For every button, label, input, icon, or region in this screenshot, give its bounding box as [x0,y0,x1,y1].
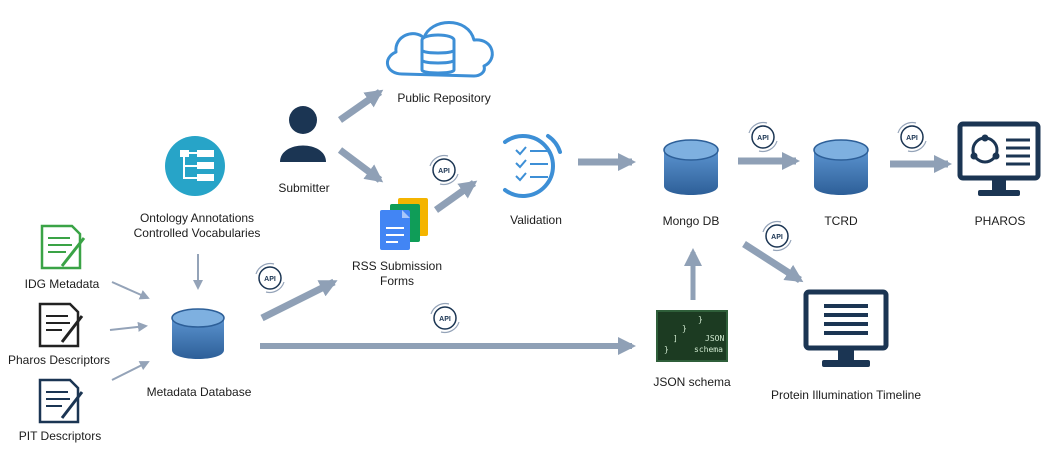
mongo-db-label: Mongo DB [662,214,720,228]
arrow-metadata-to-rss [260,278,338,322]
protein-illumination-timeline-label: Protein Illumination Timeline [770,388,922,402]
public-repository-label: Public Repository [397,91,491,105]
api-badge-label: API [439,316,451,323]
cloud-database-icon [386,21,494,78]
pharos-descriptors-label: Pharos Descriptors [7,353,111,367]
forms-document-icon [380,198,428,250]
api-badge: API [255,262,285,294]
arrows [109,89,952,381]
rss-label-line2: Forms [380,274,414,288]
pharos-label: PHAROS [974,214,1026,228]
arrow-idg-to-metadata [111,281,150,300]
arrow-submitter-to-repository [337,89,384,123]
json-icon-line5: } [664,345,669,354]
validation-label: Validation [510,213,562,227]
pharos-document-icon [38,302,84,348]
ontology-label-line1: Ontology Annotations [139,211,255,225]
json-schema-icon: } } ] JSON } schema [656,310,728,362]
arrow-submitter-to-rss [337,147,384,183]
arrow-pharos-desc-to-metadata [109,321,148,332]
json-icon-line6: schema [694,345,723,354]
json-icon-line3: ] [673,334,678,343]
api-badge-label: API [264,276,276,283]
api-badge-label: API [771,234,783,241]
json-icon-line4: JSON [705,334,724,343]
submitter-label: Submitter [278,181,330,195]
json-schema-label: JSON schema [653,375,731,389]
pharos-monitor-icon [957,121,1041,196]
pit-descriptors-label: PIT Descriptors [18,429,102,443]
ontology-tree-icon [165,136,225,196]
tcrd-database-icon [813,139,869,195]
json-icon-line1: } [698,315,703,324]
arrow-mongo-to-timeline [742,241,804,283]
ontology-label-line2: Controlled Vocabularies [133,226,261,240]
metadata-database-label: Metadata Database [146,385,252,399]
pit-document-icon [38,378,84,424]
api-badge-label: API [438,168,450,175]
api-badge-label: API [757,135,769,142]
timeline-monitor-icon [803,289,889,367]
json-icon-line2: } [682,324,687,333]
user-icon [280,106,326,162]
idg-document-icon [40,224,86,270]
api-badge: API [762,220,792,252]
validation-checklist-icon [503,134,562,198]
arrow-pit-to-metadata [111,361,150,381]
idg-metadata-label: IDG Metadata [24,277,100,291]
api-badge: API [897,121,927,153]
mongo-database-icon [663,139,719,195]
api-badge: API [748,121,778,153]
metadata-database-icon [171,308,225,359]
api-badge-label: API [906,135,918,142]
arrow-rss-to-validation [433,180,478,213]
api-badge: API [429,154,459,186]
api-badge: API [430,302,460,334]
tcrd-label: TCRD [824,214,858,228]
rss-label-line1: RSS Submission [351,259,443,273]
